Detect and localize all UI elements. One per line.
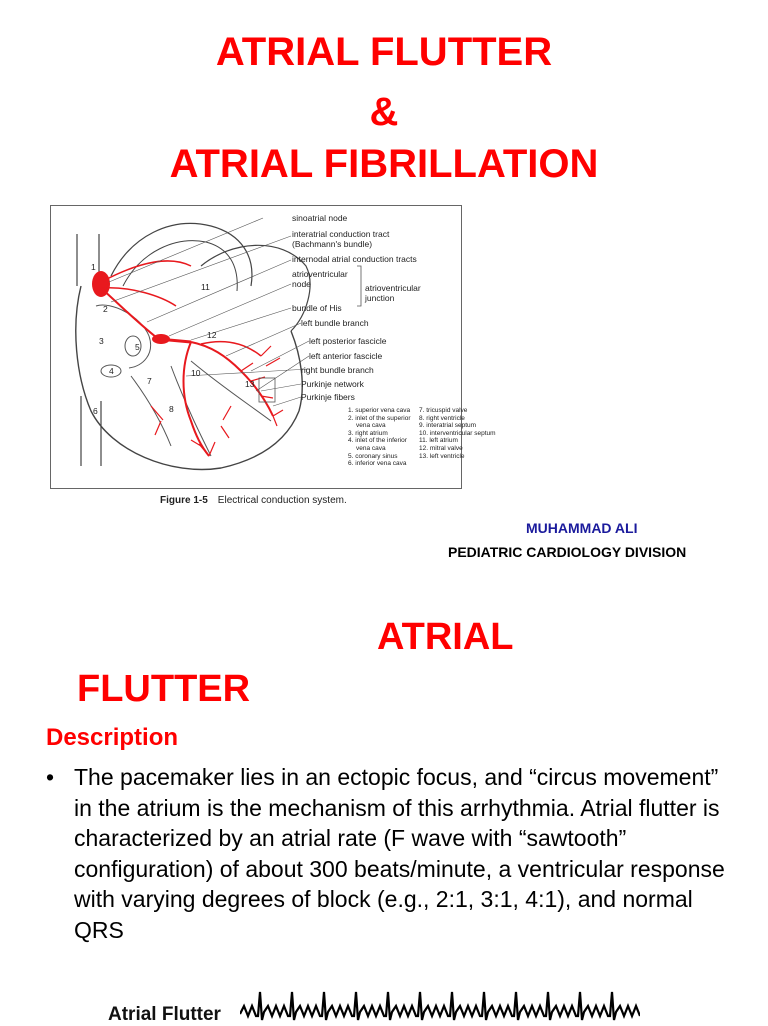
legend-item: 2. inlet of the superior (348, 414, 411, 422)
region-number: 8 (169, 404, 174, 414)
callout-right-bundle-branch: right bundle branch (301, 365, 374, 375)
author-name: MUHAMMAD ALI (526, 520, 638, 536)
callout-av-junction-2: junction (365, 293, 395, 303)
figure-caption: Figure 1-5 Electrical conduction system. (160, 495, 347, 506)
atrial-flutter-ecg-strip (240, 991, 640, 1021)
legend-item: 12. mitral valve (419, 444, 463, 452)
caption-text: Electrical conduction system. (217, 495, 347, 506)
region-number: 2 (103, 304, 108, 314)
conduction-system-figure: sinoatrial node interatrial conduction t… (50, 205, 496, 489)
ecg-trace (240, 991, 640, 1021)
region-number: 12 (207, 330, 217, 340)
callout-left-bundle-branch: left bundle branch (301, 318, 369, 328)
legend-item: vena cava (356, 444, 386, 452)
callout-av-junction-1: atrioventricular (365, 283, 421, 293)
callout-left-posterior-fascicle: left posterior fascicle (309, 336, 387, 346)
legend-item: 9. interatrial septum (419, 422, 477, 430)
region-number: 10 (191, 368, 201, 378)
callout-internodal-tracts: internodal atrial conduction tracts (292, 254, 417, 264)
section-title-part1: ATRIAL (377, 616, 514, 658)
region-number: 7 (147, 376, 152, 386)
caption-label: Figure 1-5 (160, 495, 208, 506)
legend-item: vena cava (356, 422, 386, 430)
title-line-1: ATRIAL FLUTTER (215, 30, 553, 74)
callout-sinoatrial-node: sinoatrial node (292, 213, 348, 223)
description-bullet: • The pacemaker lies in an ectopic focus… (46, 762, 736, 945)
bullet-marker: • (46, 764, 55, 790)
callout-left-anterior-fascicle: left anterior fascicle (309, 351, 383, 361)
legend-item: 10. interventricular septum (419, 429, 496, 437)
region-number: 6 (93, 406, 98, 416)
description-heading: Description (46, 724, 179, 751)
bullet-text: The pacemaker lies in an ectopic focus, … (74, 764, 725, 943)
region-number: 11 (201, 282, 210, 292)
callout-purkinje-fibers: Purkinje fibers (301, 392, 355, 402)
ecg-label: Atrial Flutter (108, 1004, 221, 1025)
region-number: 3 (99, 336, 104, 346)
figure-legend-right: 7. tricuspid valve 8. right ventricle 9.… (419, 407, 496, 460)
figure-legend-left: 1. superior vena cava 2. inlet of the su… (348, 407, 411, 468)
legend-item: 3. right atrium (348, 429, 388, 437)
heart-diagram (75, 217, 362, 471)
region-number: 5 (135, 342, 140, 352)
region-number: 4 (109, 366, 114, 376)
callout-av-node-1: atrioventricular (292, 269, 348, 279)
legend-item: 6. inferior vena cava (348, 460, 407, 468)
region-number: 13 (245, 379, 255, 389)
division-name: PEDIATRIC CARDIOLOGY DIVISION (448, 544, 687, 560)
legend-item: 5. coronary sinus (348, 452, 398, 460)
callout-bundle-of-his: bundle of His (292, 303, 342, 313)
legend-item: 13. left ventricle (419, 452, 465, 460)
legend-item: 8. right ventricle (419, 414, 465, 422)
region-number: 1 (91, 262, 96, 272)
title-ampersand: & (369, 90, 399, 134)
title-line-3: ATRIAL FIBRILLATION (169, 142, 599, 186)
legend-item: 4. inlet of the inferior (348, 437, 407, 445)
callout-purkinje-network: Purkinje network (301, 379, 364, 389)
callout-interatrial-tract: interatrial conduction tract (292, 229, 390, 239)
legend-item: 1. superior vena cava (348, 407, 411, 414)
callout-bachmann-bundle: (Bachmann's bundle) (292, 239, 373, 249)
callout-av-node-2: node (292, 279, 311, 289)
legend-item: 7. tricuspid valve (419, 407, 468, 414)
section-title-part2: FLUTTER (77, 668, 251, 710)
legend-item: 11. left atrium (419, 437, 458, 445)
